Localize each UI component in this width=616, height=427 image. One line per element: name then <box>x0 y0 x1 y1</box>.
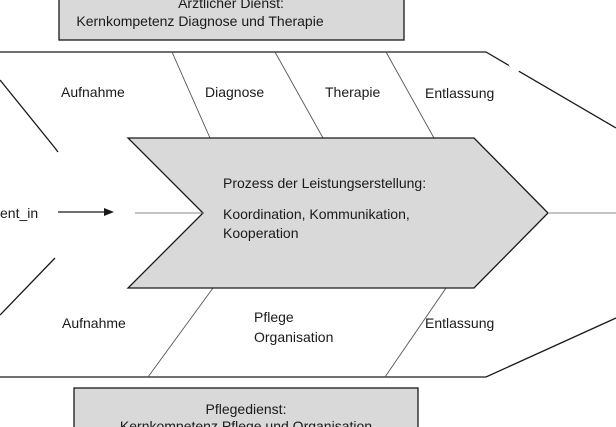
top-box-line2: Kernkompetenz Diagnose und Therapie <box>76 13 323 29</box>
bottom-box-line1: Pflegedienst: <box>206 401 287 417</box>
left-chevron-joint <box>54 147 59 153</box>
lower-separator-1 <box>147 287 214 378</box>
bottom-box <box>73 387 419 427</box>
top-box-line1: Ärztlicher Dienst: <box>178 0 284 11</box>
lower-stage-aufnahme: Aufnahme <box>62 315 126 331</box>
upper-stage-diagnose: Diagnose <box>205 84 264 100</box>
lower-separator-2 <box>384 287 447 378</box>
upper-separator-2 <box>274 51 324 139</box>
input-label: ent_in <box>0 205 38 221</box>
left-chevron-edge <box>0 79 56 316</box>
process-line1: Koordination, Kommunikation, <box>223 206 410 222</box>
outer-chevron <box>0 51 616 378</box>
lower-stage-organisation: Organisation <box>254 329 333 345</box>
upper-stage-entlassung: Entlassung <box>425 85 494 101</box>
process-title: Prozess der Leistungserstellung: <box>223 175 426 191</box>
upper-stage-aufnahme: Aufnahme <box>61 84 125 100</box>
input-arrowhead <box>104 208 114 216</box>
lower-stage-pflege: Pflege <box>254 309 294 325</box>
top-box <box>58 0 405 41</box>
upper-stage-therapie: Therapie <box>325 84 380 100</box>
upper-separator-1 <box>171 51 211 139</box>
process-line2: Kooperation <box>223 225 299 241</box>
outer-chevron-break <box>508 62 520 74</box>
lower-stage-entlassung: Entlassung <box>425 315 494 331</box>
upper-separator-3 <box>385 51 435 139</box>
bottom-box-line2: Kernkompetenz Pflege und Organisation <box>120 418 372 427</box>
